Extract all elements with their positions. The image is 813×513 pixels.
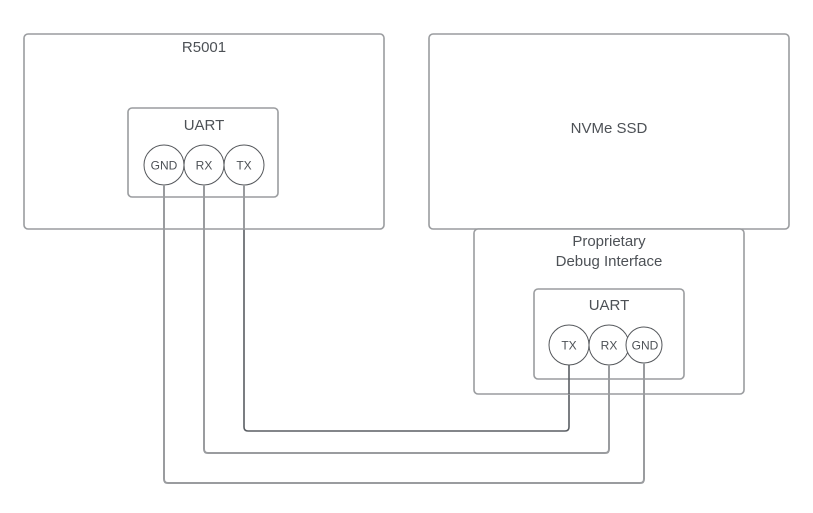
wire-rx xyxy=(203,185,610,454)
r5001-uart-label: UART xyxy=(184,117,225,134)
debug-uart-block[interactable]: UART TX RX GND xyxy=(533,288,685,380)
r5001-uart-block[interactable]: UART GND RX TX xyxy=(127,107,279,198)
nvme-ssd-block[interactable]: NVMe SSD xyxy=(428,33,790,230)
debug-pin-gnd-label: GND xyxy=(632,339,659,353)
debug-pin-tx-label: TX xyxy=(561,339,576,353)
debug-interface-label-line2: Debug Interface xyxy=(556,253,663,270)
nvme-ssd-label: NVMe SSD xyxy=(571,120,648,137)
wire-tx xyxy=(243,185,570,432)
r5001-pin-tx-label: TX xyxy=(236,159,251,173)
r5001-pin-rx-label: RX xyxy=(196,159,213,173)
wire-gnd xyxy=(163,185,645,484)
r5001-label: R5001 xyxy=(182,39,226,56)
r5001-pin-gnd-label: GND xyxy=(151,159,178,173)
debug-interface-block[interactable]: Proprietary Debug Interface UART TX RX G… xyxy=(473,228,745,395)
debug-interface-label-line1: Proprietary xyxy=(572,233,646,250)
debug-uart-label: UART xyxy=(589,297,630,314)
debug-pin-rx-label: RX xyxy=(601,339,618,353)
